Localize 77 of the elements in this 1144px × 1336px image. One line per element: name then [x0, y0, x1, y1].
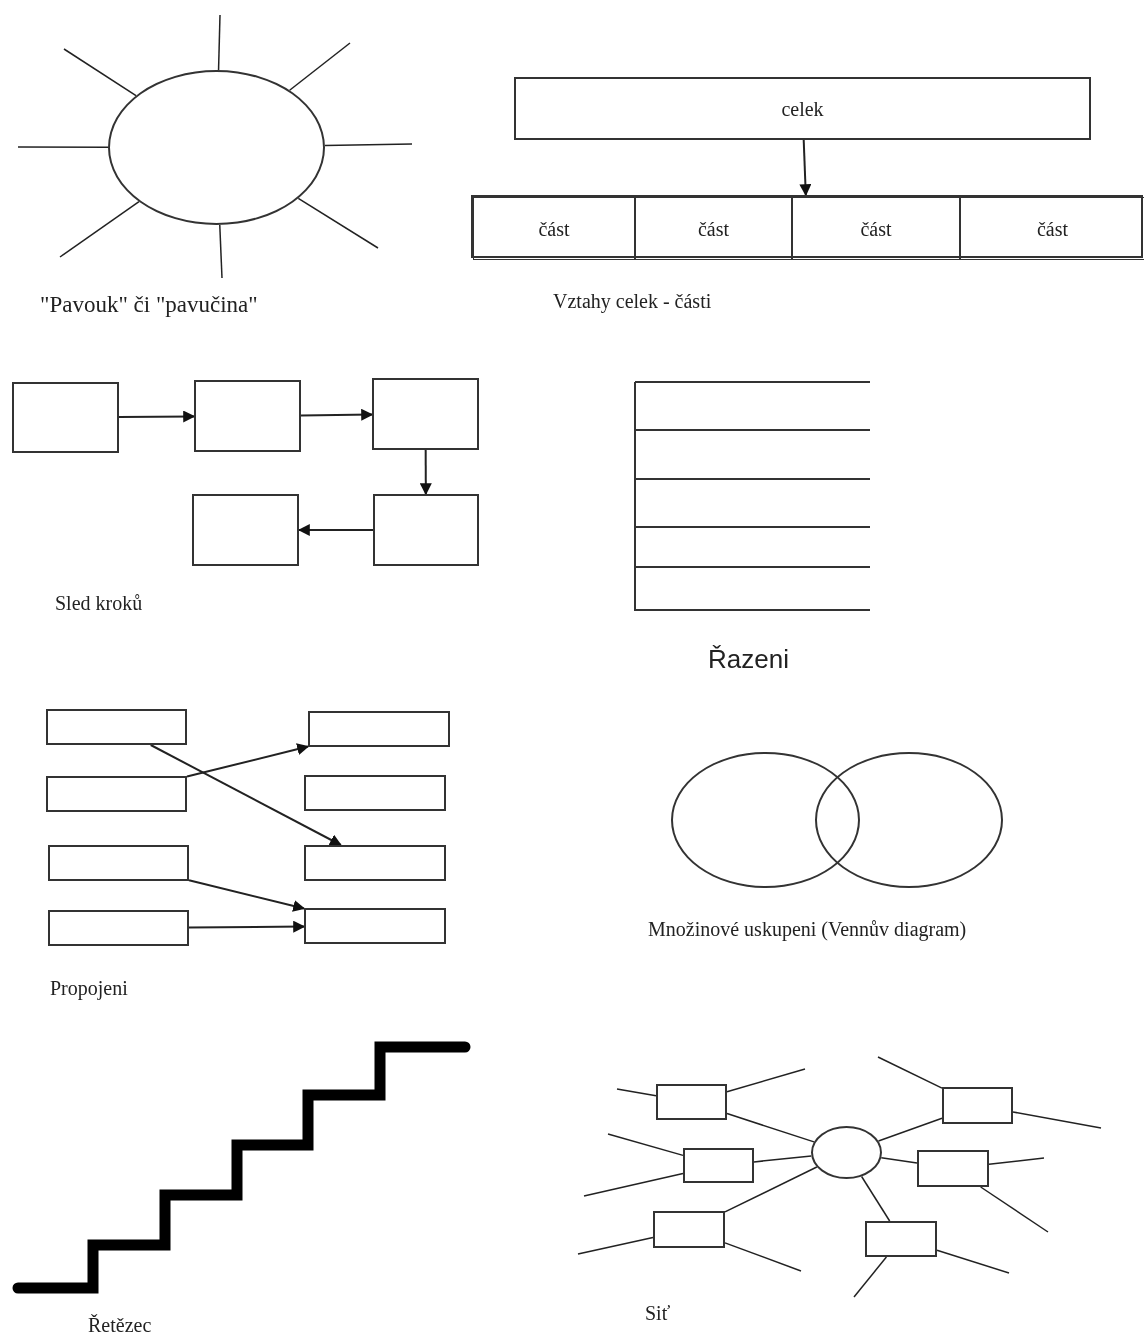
connector-line [17, 146, 109, 148]
empty-box [48, 910, 189, 946]
connector-line [979, 1186, 1049, 1233]
ellipse-shape [108, 70, 325, 225]
empty-box [304, 775, 446, 811]
empty-box [46, 709, 187, 745]
connector-line [59, 201, 140, 258]
connector-line [853, 1256, 888, 1298]
connector-line [726, 1112, 815, 1143]
empty-box [304, 845, 446, 881]
connector-line [753, 1155, 813, 1163]
diagram-caption: Siť [645, 1301, 671, 1326]
diagram-caption: Řazeni [708, 643, 789, 676]
box-label: část [860, 216, 892, 242]
diagram-caption: Sled kroků [55, 591, 143, 616]
box-label: část [697, 216, 730, 242]
connector-line [324, 143, 413, 147]
empty-box [373, 494, 479, 566]
connector-line [583, 1172, 684, 1197]
box-label: celek [781, 96, 824, 122]
empty-box [653, 1211, 725, 1248]
connector-line [724, 1242, 802, 1272]
arrow [419, 449, 432, 496]
parts-row [471, 195, 1143, 258]
part-box [635, 197, 792, 260]
connector-line [726, 1068, 806, 1093]
ellipse-shape [811, 1126, 882, 1179]
connector-line [297, 197, 379, 249]
connector-line [616, 1088, 657, 1097]
arrow [297, 524, 374, 536]
connector-line [880, 1157, 918, 1164]
empty-box [942, 1087, 1013, 1124]
empty-box [192, 494, 299, 566]
connector-line [607, 1133, 684, 1157]
arrow [799, 139, 812, 197]
connector-line [577, 1236, 654, 1255]
box-label: část [1036, 216, 1069, 242]
connector-line [860, 1175, 891, 1222]
empty-box [308, 711, 450, 747]
empty-box [48, 845, 189, 881]
arrow [186, 743, 310, 778]
empty-box [12, 382, 119, 453]
connector-line [936, 1249, 1010, 1274]
arrow [149, 744, 342, 846]
arrow [118, 410, 196, 423]
connector-line [988, 1157, 1045, 1166]
connector-line [724, 1166, 818, 1213]
part-box [473, 197, 635, 260]
diagram-caption: Vztahy celek - části [553, 289, 712, 315]
arrow [188, 920, 306, 933]
arrow [188, 879, 306, 912]
diagram-caption: Propojeni [50, 976, 128, 1002]
diagram-caption: Řetězec [88, 1313, 152, 1336]
connector-line [288, 42, 351, 91]
arrow [300, 408, 374, 421]
connector-line [877, 1056, 943, 1089]
empty-box [46, 776, 187, 812]
empty-box [194, 380, 301, 452]
ellipse-shape [671, 752, 860, 888]
connector-line [63, 48, 137, 97]
whole-box [514, 77, 1091, 140]
empty-box [865, 1221, 937, 1257]
box-label: část [538, 216, 570, 242]
connector-line [219, 224, 223, 279]
connector-line [877, 1117, 943, 1142]
empty-box [656, 1084, 727, 1120]
diagram-caption: Množinové uskupeni (Vennův diagram) [648, 917, 967, 943]
diagram-caption: "Pavouk" či "pavučina" [40, 291, 258, 319]
empty-box [304, 908, 446, 944]
part-box [792, 197, 960, 260]
connector-line [217, 14, 221, 71]
empty-box [917, 1150, 989, 1187]
empty-box [372, 378, 479, 450]
part-box [960, 197, 1144, 260]
empty-box [683, 1148, 754, 1183]
connector-line [1012, 1111, 1102, 1129]
ellipse-shape [815, 752, 1003, 888]
